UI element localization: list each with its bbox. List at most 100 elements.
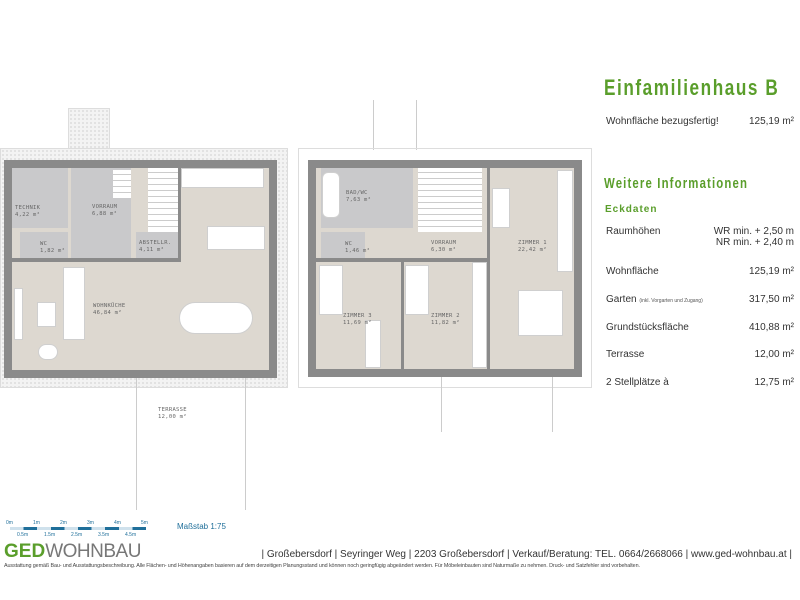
room-area: 7,63 m² bbox=[346, 197, 372, 203]
terrace-edge bbox=[136, 378, 137, 510]
stairs bbox=[113, 170, 131, 198]
outer-outline bbox=[298, 148, 592, 388]
info-row-grundstueck: Grundstücksfläche 410,88 m² bbox=[606, 322, 794, 333]
scale-tick: 3m bbox=[87, 520, 94, 526]
info-note: (inkl. Vorgarten und Zugang) bbox=[639, 298, 703, 304]
scale-tick: 1m bbox=[33, 520, 40, 526]
room-name: VORRAUM bbox=[92, 204, 118, 210]
room-area: 22,42 m² bbox=[518, 247, 547, 253]
info-value-nr: NR min. + 2,40 m bbox=[715, 237, 794, 248]
room-area: 12,00 m² bbox=[158, 414, 187, 420]
info-value: 12,00 m² bbox=[754, 349, 794, 360]
footer-contact: | Großebersdorf | Seyringer Weg | 2203 G… bbox=[261, 549, 792, 560]
room-area: 6,88 m² bbox=[92, 211, 118, 217]
bathtub bbox=[322, 172, 340, 218]
info-label: Terrasse bbox=[606, 349, 645, 360]
info-heading: Weitere Informationen bbox=[604, 175, 749, 192]
footer-disclaimer: Ausstattung gemäß Bau- und Ausstattungsb… bbox=[4, 563, 640, 569]
info-value: 12,75 m² bbox=[754, 377, 794, 388]
room-name: VORRAUM bbox=[431, 240, 457, 246]
room-name: WOHNKÜCHE bbox=[93, 303, 126, 309]
scale-tick: 3.5m bbox=[98, 532, 110, 538]
info-value: 125,19 m² bbox=[748, 266, 794, 277]
scale-tick: 0.5m bbox=[17, 532, 29, 538]
kitchen-island bbox=[207, 226, 265, 250]
logo: GEDWOHNBAU bbox=[4, 542, 141, 562]
info-label-text: Garten bbox=[606, 294, 637, 305]
outline bbox=[416, 100, 417, 150]
info-value: 317,50 m² bbox=[748, 294, 794, 305]
page-title: Einfamilienhaus B bbox=[604, 75, 780, 100]
info-label: 2 Stellplätze à bbox=[606, 377, 669, 388]
scale-tick: 4.5m bbox=[125, 532, 137, 538]
outline bbox=[373, 100, 374, 150]
room-area: 6,30 m² bbox=[431, 247, 457, 253]
room-abstellraum bbox=[136, 232, 178, 258]
room-name: ABSTELLR. bbox=[139, 240, 172, 246]
scale-tick: 5m bbox=[141, 520, 148, 526]
terrace-edge bbox=[245, 378, 246, 510]
info-value-wr: WR min. + 2,50 m bbox=[713, 226, 794, 237]
room-area: 11,82 m² bbox=[431, 320, 460, 326]
scale-tick: 2m bbox=[60, 520, 67, 526]
room-name: TERRASSE bbox=[158, 407, 187, 413]
stairs bbox=[418, 168, 482, 232]
room-name: BAD/WC bbox=[346, 190, 368, 196]
tv-board bbox=[14, 288, 23, 340]
summary-value: 125,19 m² bbox=[748, 116, 794, 127]
stairs-2 bbox=[148, 168, 178, 232]
room-name: WC bbox=[345, 241, 353, 247]
room-name: TECHNIK bbox=[15, 205, 41, 211]
info-row-terrasse: Terrasse 12,00 m² bbox=[606, 349, 794, 360]
info-value: 410,88 m² bbox=[748, 322, 794, 333]
room-wc bbox=[20, 232, 68, 258]
room-technik bbox=[12, 168, 68, 228]
info-row-garten: Garten (inkl. Vorgarten und Zugang) 317,5… bbox=[606, 294, 794, 305]
logo-wohnbau: WOHNBAU bbox=[45, 541, 141, 562]
summary-label: Wohnfläche bezugsfertig! bbox=[606, 116, 719, 127]
bed-double bbox=[518, 290, 563, 336]
dining-table bbox=[179, 302, 253, 334]
info-label: Grundstücksfläche bbox=[606, 322, 689, 333]
scale-tick: 1.5m bbox=[44, 532, 56, 538]
armchair bbox=[38, 344, 58, 360]
info-label: Garten (inkl. Vorgarten und Zugang) bbox=[606, 294, 703, 305]
room-wc bbox=[321, 232, 365, 258]
scale-tick: 0m bbox=[6, 520, 13, 526]
wardrobe bbox=[365, 320, 381, 368]
inner-wall bbox=[487, 168, 490, 369]
room-area: 4,22 m² bbox=[15, 212, 41, 218]
desk bbox=[492, 188, 510, 228]
room-area: 46,84 m² bbox=[93, 310, 122, 316]
inner-wall bbox=[401, 262, 404, 369]
terrace-edge bbox=[441, 377, 442, 432]
label-abstellraum: ABSTELLR.4,11 m² bbox=[139, 240, 172, 254]
room-name: ZIMMER 3 bbox=[343, 313, 372, 319]
room-name: WC bbox=[40, 241, 48, 247]
living-area-summary: Wohnfläche bezugsfertig! 125,19 m² bbox=[606, 116, 794, 127]
bed bbox=[405, 265, 429, 315]
wardrobe bbox=[557, 170, 573, 272]
room-area: 11,69 m² bbox=[343, 320, 372, 326]
logo-ged: GED bbox=[4, 541, 46, 562]
scale-bar: 0m 1m 2m 3m 4m 5m 0.5m 1.5m 2.5m 3.5m 4.… bbox=[6, 520, 156, 540]
wardrobe bbox=[472, 262, 487, 368]
scale-label: Maßstab 1:75 bbox=[177, 522, 226, 531]
room-area: 1,82 m² bbox=[40, 248, 66, 254]
scale-bar-track bbox=[10, 527, 146, 530]
room-name: ZIMMER 1 bbox=[518, 240, 547, 246]
info-label: Raumhöhen bbox=[606, 226, 661, 237]
